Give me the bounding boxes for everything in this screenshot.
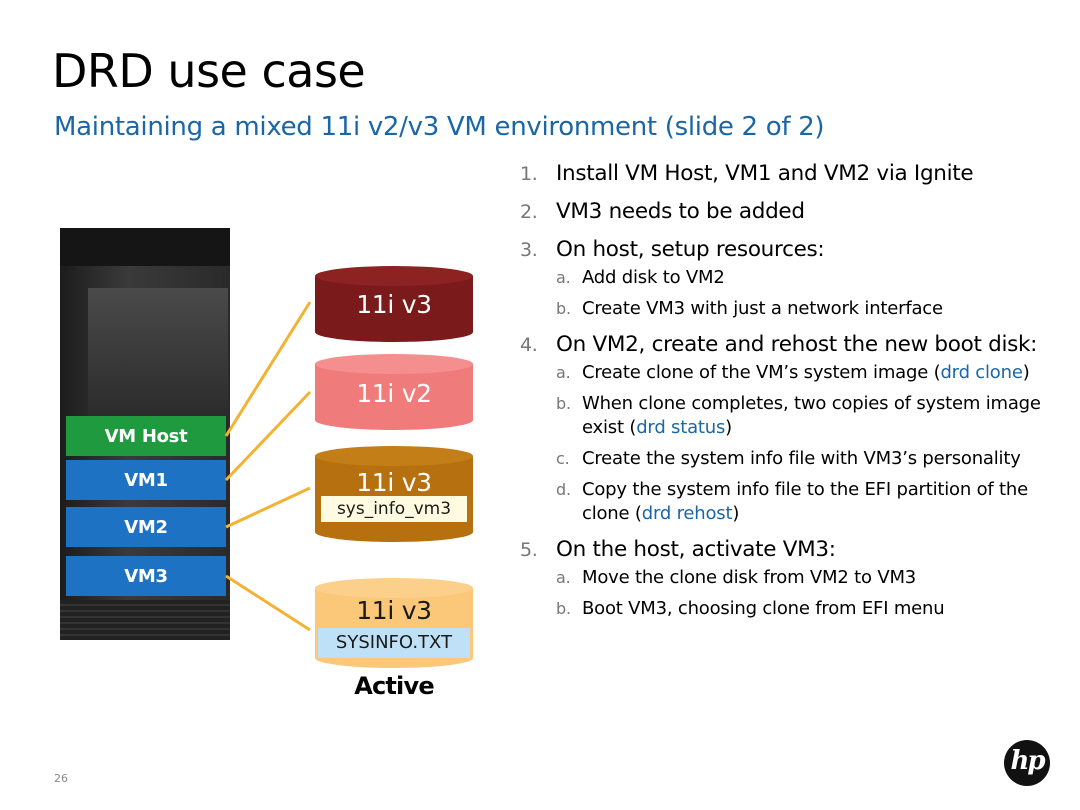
substep-number: b.	[556, 299, 571, 318]
disk-1: 11i v3	[315, 266, 473, 342]
server-top-panel	[60, 228, 230, 266]
substep-4d: d. Copy the system info file to the EFI …	[556, 478, 1048, 526]
disk-2-label: 11i v2	[356, 379, 432, 408]
step-number: 2.	[520, 201, 538, 223]
vm2-box: VM2	[66, 507, 226, 547]
step-number: 1.	[520, 163, 538, 185]
step-text: Install VM Host, VM1 and VM2 via Ignite	[556, 161, 974, 186]
command-link[interactable]: drd status	[636, 417, 726, 438]
command-link[interactable]: drd clone	[940, 362, 1023, 383]
disk-1-label: 11i v3	[356, 290, 432, 319]
substep-number: a.	[556, 363, 571, 382]
substep-text: Add disk to VM2	[582, 267, 725, 288]
substep-number: c.	[556, 449, 570, 468]
step-text: VM3 needs to be added	[556, 199, 805, 224]
disk-3: 11i v3 sys_info_vm3	[315, 446, 473, 542]
substep-number: b.	[556, 394, 571, 413]
vm3-box: VM3	[66, 556, 226, 596]
hp-logo-icon: hp	[1004, 740, 1050, 786]
slide-subtitle: Maintaining a mixed 11i v2/v3 VM environ…	[54, 112, 825, 142]
step-text: On host, setup resources:	[556, 237, 825, 262]
disk-3-label: 11i v3	[356, 468, 432, 497]
vm-host-box: VM Host	[66, 416, 226, 456]
substep-number: a.	[556, 268, 571, 287]
step-text: On the host, activate VM3:	[556, 537, 836, 562]
substep-text: When clone completes, two copies of syst…	[582, 393, 1041, 438]
hp-logo-text: hp	[1010, 746, 1045, 776]
server-front-panel	[88, 288, 228, 418]
substep-number: a.	[556, 568, 571, 587]
substep-text-end: )	[732, 503, 740, 524]
step-3: 3. On host, setup resources: a. Add disk…	[518, 236, 1048, 321]
connector-vm1-disk2	[224, 390, 312, 482]
page-number: 26	[54, 772, 68, 785]
substep-5b: b. Boot VM3, choosing clone from EFI men…	[556, 597, 1048, 621]
step-number: 4.	[520, 334, 538, 356]
active-label: Active	[354, 672, 434, 700]
substep-number: d.	[556, 480, 571, 499]
substep-3b: b. Create VM3 with just a network interf…	[556, 297, 1048, 321]
substep-text: Create the system info file with VM3’s p…	[582, 448, 1021, 469]
server-vent	[60, 600, 230, 640]
substep-4c: c. Create the system info file with VM3’…	[556, 447, 1048, 471]
disk-4-file: SYSINFO.TXT	[318, 628, 470, 658]
connector-vm2-disk3	[225, 486, 311, 529]
substep-text: Copy the system info file to the EFI par…	[582, 479, 1028, 524]
step-1: 1. Install VM Host, VM1 and VM2 via Igni…	[518, 160, 1048, 188]
substep-3a: a. Add disk to VM2	[556, 266, 1048, 290]
substep-4a: a. Create clone of the VM’s system image…	[556, 361, 1048, 385]
substep-text: Move the clone disk from VM2 to VM3	[582, 567, 917, 588]
step-2: 2. VM3 needs to be added	[518, 198, 1048, 226]
disk-2: 11i v2	[315, 354, 473, 430]
steps-list: 1. Install VM Host, VM1 and VM2 via Igni…	[518, 160, 1048, 631]
disk-3-file: sys_info_vm3	[321, 496, 467, 522]
disk-4: 11i v3 SYSINFO.TXT	[315, 578, 473, 668]
connector-vm3-disk4	[225, 574, 311, 632]
substep-text: Create VM3 with just a network interface	[582, 298, 943, 319]
step-5: 5. On the host, activate VM3: a. Move th…	[518, 536, 1048, 621]
step-number: 3.	[520, 239, 538, 261]
substep-text: Create clone of the VM’s system image (	[582, 362, 941, 383]
step-text: On VM2, create and rehost the new boot d…	[556, 332, 1038, 357]
step-number: 5.	[520, 539, 538, 561]
substep-4b: b. When clone completes, two copies of s…	[556, 392, 1048, 440]
command-link[interactable]: drd rehost	[641, 503, 733, 524]
step-4: 4. On VM2, create and rehost the new boo…	[518, 331, 1048, 526]
substep-number: b.	[556, 599, 571, 618]
substep-text: Boot VM3, choosing clone from EFI menu	[582, 598, 945, 619]
substep-5a: a. Move the clone disk from VM2 to VM3	[556, 566, 1048, 590]
vm1-box: VM1	[66, 460, 226, 500]
connector-vmhost-disk1	[224, 301, 312, 437]
slide-title: DRD use case	[52, 44, 366, 98]
substep-text-end: )	[725, 417, 732, 438]
substep-text-end: )	[1022, 362, 1030, 383]
disk-4-label: 11i v3	[356, 596, 432, 625]
